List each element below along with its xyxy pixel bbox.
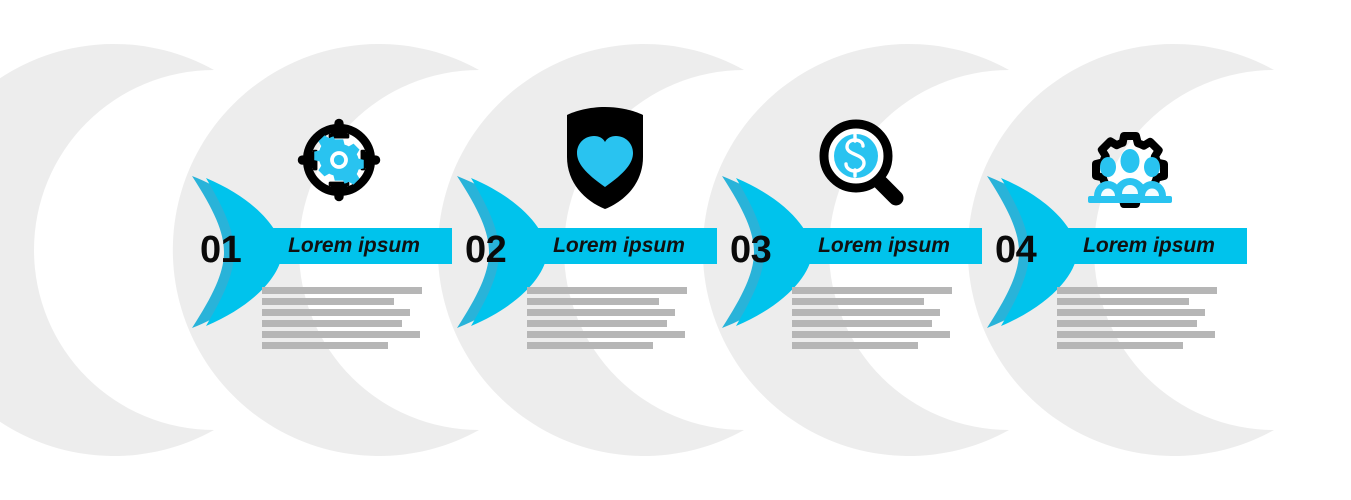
step-item: Lorem ipsum 01 — [0, 0, 452, 500]
text-line — [262, 320, 402, 327]
step-label: Lorem ipsum — [1083, 234, 1215, 257]
text-line — [527, 320, 667, 327]
text-line — [262, 331, 420, 338]
text-line — [792, 320, 932, 327]
text-line — [792, 331, 950, 338]
text-line — [262, 298, 394, 305]
text-line — [1057, 298, 1189, 305]
step-text-lines — [792, 287, 952, 353]
text-line — [1057, 331, 1215, 338]
step-label-bar: Lorem ipsum — [521, 228, 717, 264]
step-item: Lorem ipsum 04 — [795, 0, 1247, 500]
text-line — [262, 287, 422, 294]
step-number: 02 — [465, 229, 507, 271]
step-item: Lorem ipsum 03 — [530, 0, 982, 500]
step-marker-lens — [722, 176, 812, 328]
step-text-lines — [262, 287, 422, 353]
step-marker-lens — [457, 176, 547, 328]
step-number: 04 — [995, 229, 1037, 271]
step-label: Lorem ipsum — [553, 234, 685, 257]
text-line — [1057, 342, 1183, 349]
shield-heart-icon — [555, 105, 655, 211]
step-label: Lorem ipsum — [288, 234, 420, 257]
gear-team-icon — [1080, 128, 1180, 208]
text-line — [792, 298, 924, 305]
text-line — [262, 309, 410, 316]
text-line — [792, 287, 952, 294]
step-number: 01 — [200, 229, 242, 271]
text-line — [527, 331, 685, 338]
text-line — [527, 309, 675, 316]
text-line — [527, 342, 653, 349]
step-number: 03 — [730, 229, 772, 271]
text-line — [527, 298, 659, 305]
text-line — [1057, 287, 1217, 294]
step-label-bar: Lorem ipsum — [786, 228, 982, 264]
step-label: Lorem ipsum — [818, 234, 950, 257]
text-line — [792, 342, 918, 349]
text-line — [527, 287, 687, 294]
step-marker-lens — [987, 176, 1077, 328]
text-line — [1057, 320, 1197, 327]
text-line — [262, 342, 388, 349]
text-line — [1057, 309, 1205, 316]
step-label-bar: Lorem ipsum — [256, 228, 452, 264]
step-text-lines — [1057, 287, 1217, 353]
step-text-lines — [527, 287, 687, 353]
step-marker-lens — [192, 176, 282, 328]
magnifier-dollar-icon — [818, 118, 914, 210]
text-line — [792, 309, 940, 316]
step-label-bar: Lorem ipsum — [1051, 228, 1247, 264]
step-item: Lorem ipsum 02 — [265, 0, 717, 500]
target-gear-team-icon — [294, 114, 384, 206]
